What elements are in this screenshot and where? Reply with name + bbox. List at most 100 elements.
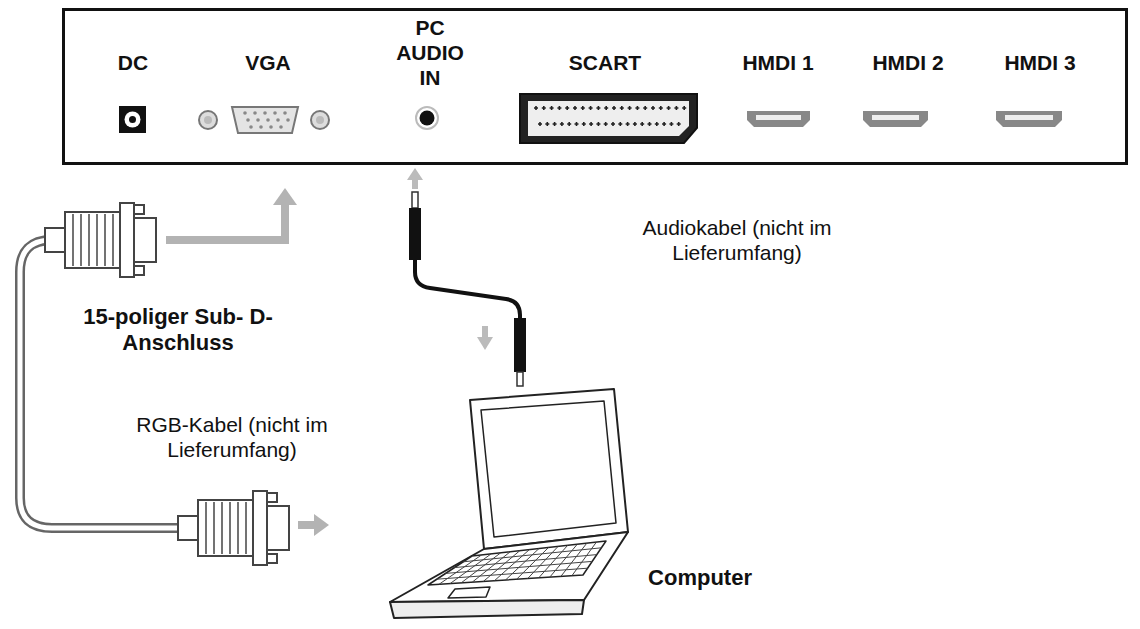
port-label: PC AUDIO IN [383, 15, 477, 91]
scart-pin [534, 106, 538, 110]
connector-screw [267, 493, 277, 502]
grey-arrow-head [407, 168, 423, 180]
vga-screw-head [316, 116, 324, 124]
vga-pin [263, 111, 267, 115]
scart-pin [557, 106, 561, 110]
plug-tip [412, 192, 418, 208]
connector-label: 15-poliger Sub- D-Anschluss [83, 304, 273, 357]
port-label: HMDI 2 [872, 50, 943, 75]
vga-pin [273, 111, 277, 115]
scart-pin [573, 106, 577, 110]
connector-rib [221, 502, 223, 554]
scart-pin [604, 122, 608, 126]
vga-pin [249, 125, 253, 129]
grey-arrow-shaft [166, 203, 289, 244]
hdmi-ports [747, 111, 1062, 127]
laptop-keyboard [428, 541, 606, 585]
scart-pin [655, 122, 659, 126]
scart-pin [651, 106, 655, 110]
cable-outer [20, 240, 182, 528]
port-label: VGA [245, 50, 291, 75]
scart-pin [648, 122, 652, 126]
connector-strain-relief [178, 516, 198, 540]
scart-pin [575, 122, 579, 126]
hdmi-port [863, 111, 928, 127]
scart-pin [612, 106, 616, 110]
connector-plug [134, 218, 156, 262]
vga-pin [283, 111, 287, 115]
laptop-screen [481, 401, 616, 537]
key-column [517, 547, 549, 579]
scart-pin [643, 106, 647, 110]
laptop-keys [437, 542, 602, 584]
connector-screw [134, 266, 144, 275]
scart-pin [640, 122, 644, 126]
connector-plug [267, 506, 289, 550]
connector-rib [213, 502, 215, 554]
key-column [450, 554, 491, 584]
scart-pin [626, 122, 630, 126]
audio-jack-hole [420, 111, 435, 126]
scart-pin [560, 122, 564, 126]
hdmi-port [996, 111, 1062, 127]
vga-screw [199, 111, 217, 129]
vga-pin [266, 118, 270, 122]
vga-screw-head [204, 116, 212, 124]
scart-pin [674, 106, 678, 110]
connector-body [198, 500, 253, 556]
connector-body [65, 212, 120, 268]
scart-pin [628, 106, 632, 110]
cable-label: RGB-Kabel (nicht im Lieferumfang) [107, 412, 357, 462]
plug-body [514, 318, 526, 372]
scart-pin [667, 106, 671, 110]
connector-rib [205, 502, 207, 554]
connector-flange [253, 491, 267, 565]
scart-pin [553, 122, 557, 126]
vga-pin [243, 111, 247, 115]
scart-pin [662, 122, 666, 126]
cable-label: Audiokabel (nicht im Lieferumfang) [607, 215, 867, 265]
dc-jack-ring [125, 112, 141, 128]
connector-rib [229, 502, 231, 554]
connector-screw [267, 554, 277, 563]
device-label: Computer [648, 565, 752, 591]
scart-pin [677, 122, 681, 126]
connector-flange [120, 203, 134, 277]
grey-arrow-head [273, 188, 297, 205]
connector-rib [245, 502, 247, 554]
scart-pin [633, 122, 637, 126]
cable-inner [20, 240, 182, 528]
scart-pin [565, 106, 569, 110]
connector-rib [80, 214, 82, 266]
key-column [461, 553, 501, 583]
port-label: HMDI 1 [742, 50, 813, 75]
scart-pin [589, 106, 593, 110]
audio-jack-ring [416, 107, 438, 129]
direction-arrows [166, 188, 329, 536]
plug-body [409, 208, 421, 260]
scart-pin [538, 122, 542, 126]
scart-pin [567, 122, 571, 126]
vga-pin [269, 125, 273, 129]
scart-pin [542, 106, 546, 110]
vga-pin [276, 118, 280, 122]
scart-pin [581, 106, 585, 110]
scart-pin [620, 106, 624, 110]
vga-pin [286, 118, 290, 122]
scart-pin [596, 106, 600, 110]
grey-arrow-head [314, 514, 329, 536]
audio-cable [407, 168, 526, 386]
scart-socket [520, 94, 697, 143]
cable [415, 258, 520, 320]
audio-jack [416, 107, 438, 129]
vga-pin [253, 111, 257, 115]
connector-rib [237, 502, 239, 554]
port-label: DC [118, 50, 148, 75]
laptop-touchpad [448, 587, 490, 598]
tv-back-panel: DCVGAPC AUDIO INSCARTHMDI 1HMDI 2HMDI 3 [62, 8, 1128, 165]
scart-pins [534, 106, 686, 126]
hdmi-contacts [872, 115, 919, 120]
key-column [572, 542, 597, 576]
hdmi-contacts [756, 115, 801, 120]
